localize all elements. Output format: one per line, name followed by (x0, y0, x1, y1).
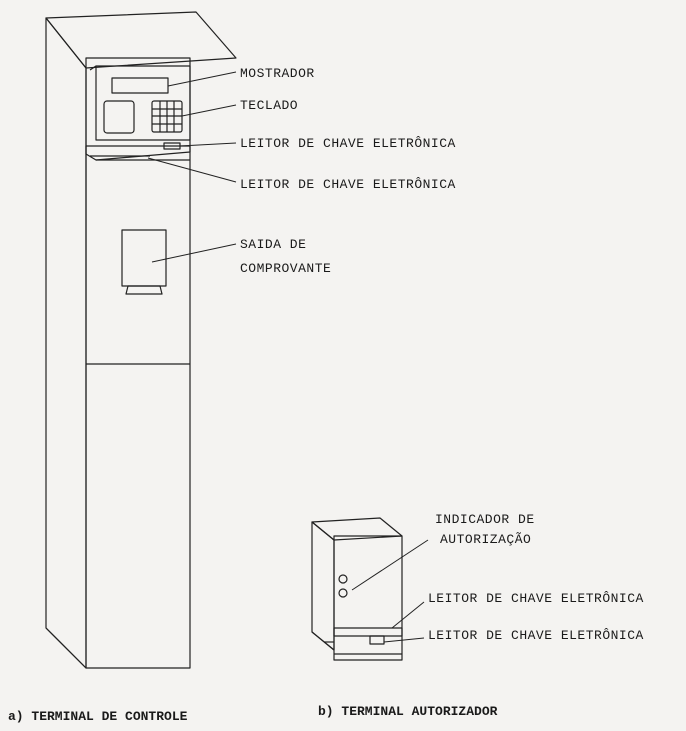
label-autorizador-leitor-1: LEITOR DE CHAVE ELETRÔNICA (428, 591, 644, 606)
label-saida-line2: COMPROVANTE (240, 261, 332, 276)
caption-terminal-autorizador: b) TERMINAL AUTORIZADOR (318, 704, 498, 719)
terminal-autorizador-leader-lines (351, 539, 429, 643)
label-indicador-line1: INDICADOR DE (435, 512, 535, 527)
autorizador-side (311, 521, 335, 651)
receipt-outlet-lip (125, 285, 163, 295)
label-leitor-chave-1: LEITOR DE CHAVE ELETRÔNICA (240, 136, 456, 151)
roof (45, 11, 237, 69)
left-side-panel (45, 17, 87, 669)
terminal-de-controle-drawing (45, 11, 237, 669)
autorizador-base (333, 627, 403, 661)
autorizador-front (333, 535, 403, 637)
terminal-autorizador-drawing (311, 517, 403, 661)
display (111, 77, 169, 94)
indicator-light-1 (338, 574, 348, 584)
square-window (103, 100, 135, 134)
label-teclado: TECLADO (240, 98, 299, 113)
caption-terminal-controle: a) TERMINAL DE CONTROLE (8, 709, 188, 724)
front-panel (85, 57, 191, 669)
indicator-light-2 (338, 588, 348, 598)
head-unit (95, 65, 191, 141)
label-autorizador-leitor-2: LEITOR DE CHAVE ELETRÔNICA (428, 628, 644, 643)
autorizador-key-slot (369, 635, 385, 645)
terminal-de-controle-leader-lines (147, 71, 237, 263)
ledge (85, 145, 191, 161)
label-mostrador: MOSTRADOR (240, 66, 315, 81)
label-saida-line1: SAIDA DE (240, 237, 307, 252)
keypad (151, 100, 183, 133)
autorizador-top (311, 517, 403, 541)
receipt-outlet (121, 229, 167, 287)
label-indicador-line2: AUTORIZAÇÃO (440, 532, 532, 547)
label-leitor-chave-2: LEITOR DE CHAVE ELETRÔNICA (240, 177, 456, 192)
